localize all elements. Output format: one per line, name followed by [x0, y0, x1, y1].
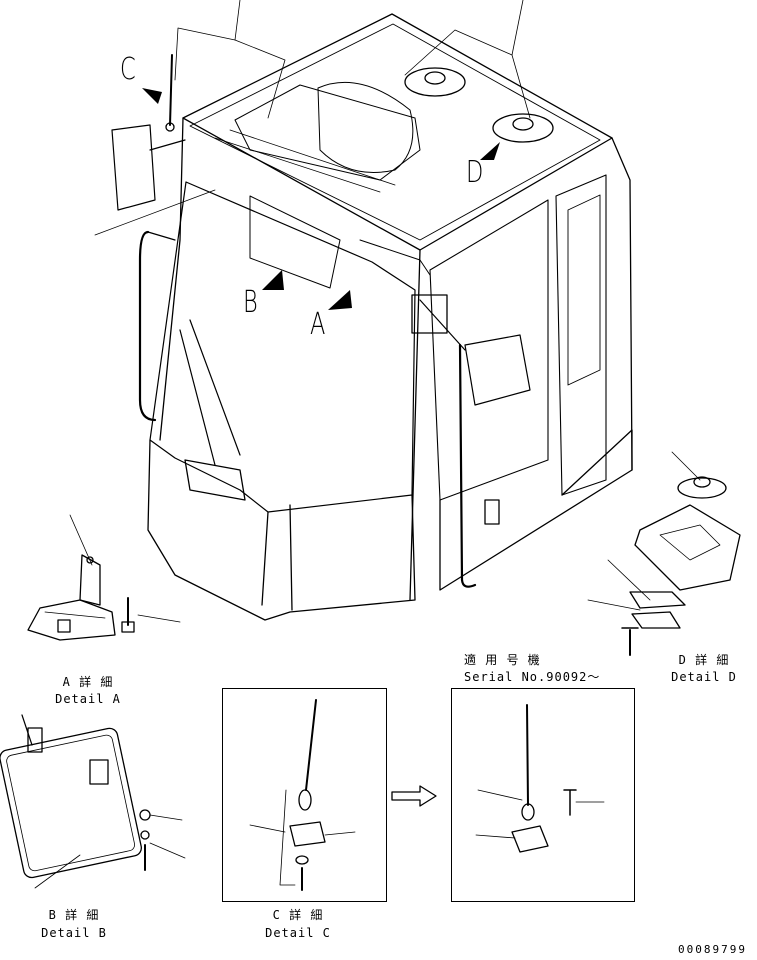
- detail-b-label-en: Detail B: [41, 926, 107, 940]
- arrow-a-icon: [328, 290, 352, 310]
- change-arrow-icon: [391, 785, 437, 807]
- callout-a-label: A: [310, 307, 326, 342]
- cab-illustration: [94, 0, 633, 621]
- detail-d-drawing: [587, 451, 741, 656]
- callout-arrows: [142, 88, 500, 310]
- callout-d-label: D: [466, 155, 484, 190]
- detail-d-label-jp: D 詳 細: [678, 653, 730, 667]
- detail-b-drawing: [0, 714, 186, 889]
- detail-c-frame: [222, 688, 387, 902]
- detail-d-label-en: Detail D: [671, 670, 737, 684]
- serial-label-en: Serial No.90092～: [464, 670, 601, 684]
- callout-b-label: B: [243, 285, 258, 320]
- arrow-c-icon: [142, 88, 162, 104]
- detail-a-drawing: [27, 514, 181, 641]
- arrow-d-icon: [480, 142, 500, 160]
- callout-c-label: C: [120, 52, 136, 87]
- detail-a-label-en: Detail A: [55, 692, 121, 706]
- detail-c-label-jp: C 詳 細: [272, 908, 324, 922]
- detail-c-label-en: Detail C: [265, 926, 331, 940]
- detail-a-label-jp: A 詳 細: [62, 675, 114, 689]
- detail-c-new-drawing: [475, 704, 605, 853]
- detail-b-label-jp: B 詳 細: [48, 908, 100, 922]
- detail-c-drawing: [249, 699, 356, 891]
- drawing-code: 00089799: [678, 943, 747, 956]
- serial-label-jp: 適 用 号 機: [464, 653, 541, 667]
- arrow-b-icon: [262, 270, 284, 290]
- detail-c-new-frame: [451, 688, 635, 902]
